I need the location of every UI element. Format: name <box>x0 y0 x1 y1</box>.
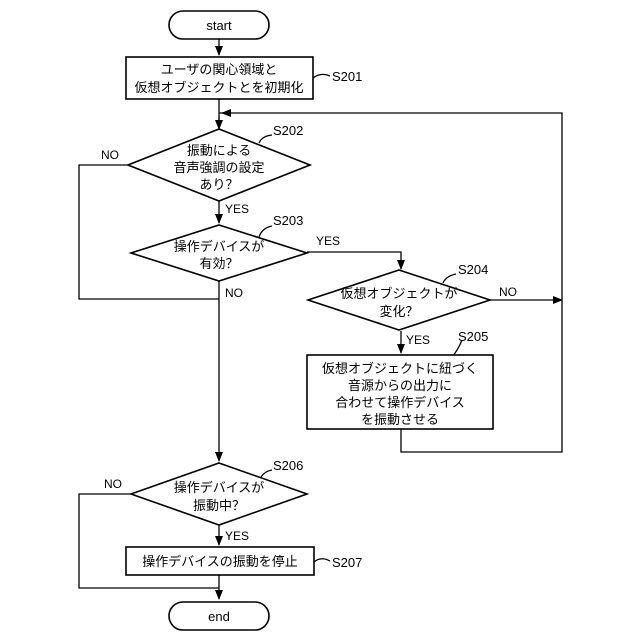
s205-line-4: を振動させる <box>361 413 439 428</box>
s202-no-label: NO <box>101 148 119 162</box>
decision-s203: 操作デバイスが 有効？ S203 YES NO <box>131 213 340 300</box>
s205-id: S205 <box>458 329 488 344</box>
s203-line-1: 操作デバイスが <box>174 239 265 255</box>
s203-yes-label: YES <box>316 234 340 248</box>
leader-s203 <box>259 226 272 237</box>
connectors <box>79 39 562 599</box>
s202-line-1: 振動による <box>187 144 252 159</box>
s203-line-2: 有効？ <box>199 257 238 272</box>
s206-line-1: 操作デバイスが <box>174 480 265 496</box>
terminal-start-label: start <box>206 18 232 33</box>
s204-yes-label: YES <box>406 333 430 347</box>
process-s207: 操作デバイスの振動を停止 S207 <box>126 547 362 575</box>
decision-s206: 操作デバイスが 振動中？ S206 NO YES <box>104 458 307 543</box>
s204-id: S204 <box>458 262 488 277</box>
s205-line-3: 合わせて操作デバイス <box>335 395 465 411</box>
s207-id: S207 <box>332 555 362 570</box>
s203-id: S203 <box>273 213 303 228</box>
s202-id: S202 <box>273 123 303 138</box>
process-s201: ユーザの関心領域と 仮想オブジェクトとを初期化 S201 <box>126 57 362 99</box>
s201-line-1: ユーザの関心領域と <box>161 62 278 78</box>
terminal-end: end <box>169 602 269 630</box>
s204-line-2: 変化？ <box>379 304 418 320</box>
s204-line-1: 仮想オブジェクトが <box>340 286 457 302</box>
s207-line-1: 操作デバイスの振動を停止 <box>142 554 298 570</box>
s206-id: S206 <box>273 458 303 473</box>
s206-yes-label: YES <box>225 529 249 543</box>
decision-s202: 振動による 音声強調の設定 あり？ S202 NO YES <box>101 123 310 216</box>
leader-s204 <box>443 274 456 283</box>
process-s205: 仮想オブジェクトに紐づく 音源からの出力に 合わせて操作デバイス を振動させる … <box>307 329 493 429</box>
s202-line-2: 音声強調の設定 <box>173 160 264 176</box>
leader-s202 <box>259 135 272 143</box>
leader-s206 <box>261 470 272 477</box>
leader-s207 <box>314 559 330 562</box>
s205-line-1: 仮想オブジェクトに紐づく <box>322 361 478 377</box>
s206-line-2: 振動中？ <box>193 499 245 514</box>
s202-yes-label: YES <box>225 202 249 216</box>
s203-no-label: NO <box>225 286 243 300</box>
leader-s201 <box>313 74 330 78</box>
s202-line-3: あり？ <box>199 178 238 193</box>
s205-line-2: 音源からの出力に <box>348 378 452 394</box>
connector-s203-yes <box>307 252 401 269</box>
s204-no-label: NO <box>499 285 517 299</box>
terminal-start: start <box>169 11 269 39</box>
terminal-end-label: end <box>208 609 230 624</box>
s201-line-2: 仮想オブジェクトとを初期化 <box>134 80 303 96</box>
s206-no-label: NO <box>104 477 122 491</box>
s201-id: S201 <box>332 69 362 84</box>
